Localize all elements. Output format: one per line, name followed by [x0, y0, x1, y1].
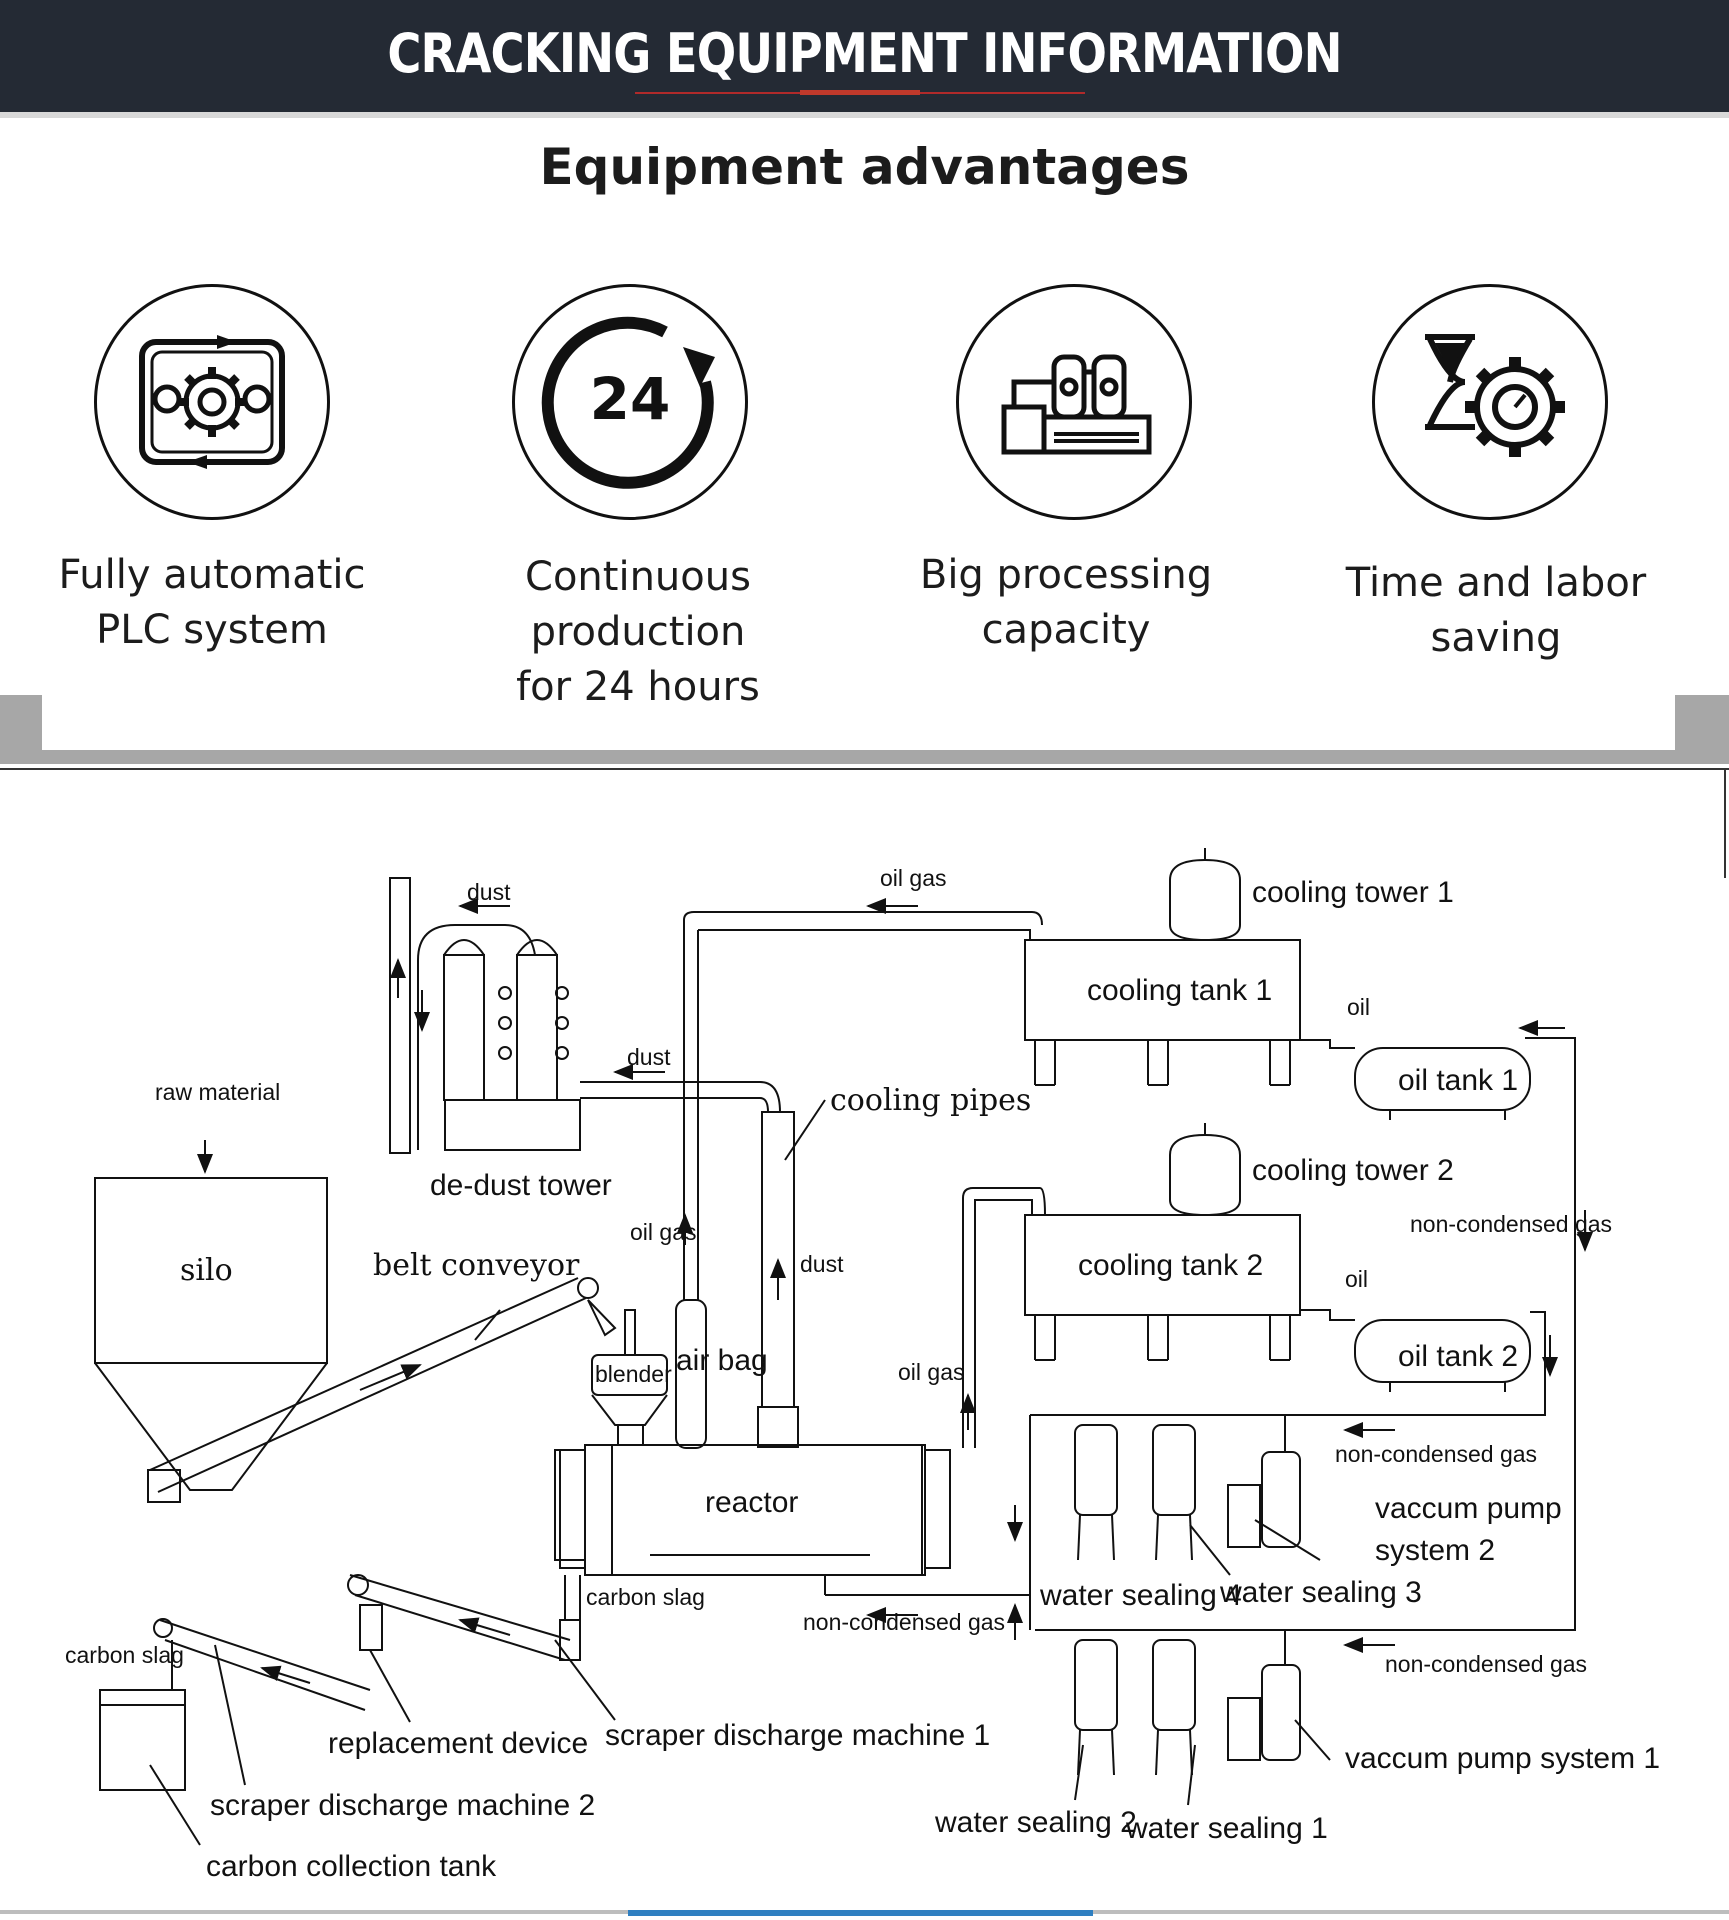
- label-non-condensed-gas-bottom: non-condensed gas: [803, 1609, 1005, 1635]
- advantage-label-plc: Fully automatic PLC system: [58, 552, 366, 653]
- label-water-sealing-2: water sealing 2: [934, 1806, 1137, 1839]
- label-cooling-tower-1: cooling tower 1: [1252, 876, 1454, 909]
- label-raw-material: raw material: [155, 1079, 280, 1105]
- label-blender: blender: [595, 1361, 672, 1387]
- water-sealing-4: [1074, 1424, 1118, 1561]
- cooling-tank-1: [1024, 939, 1301, 1086]
- water-sealing-3: [1152, 1424, 1196, 1561]
- label-water-sealing-1: water sealing 1: [1125, 1812, 1328, 1845]
- oil-tank-1: [1299, 1030, 1531, 1120]
- cooling-tower-2: [1169, 1123, 1241, 1217]
- label-vaccum-pump-system-2-line1: vaccum pump: [1375, 1492, 1562, 1525]
- section-divider-side: [1724, 768, 1726, 878]
- silo: [94, 1177, 328, 1491]
- 24-hour-cycle-icon: 24: [512, 284, 748, 520]
- de-dust-tower: [389, 877, 760, 1154]
- section-divider: [0, 768, 1729, 770]
- cooling-pipes: [757, 1081, 799, 1448]
- label-belt-conveyor: belt conveyor: [373, 1248, 580, 1283]
- label-carbon-slag-1: carbon slag: [586, 1584, 705, 1610]
- label-water-sealing-3: water sealing 3: [1219, 1576, 1422, 1609]
- oil-tank-2: [1299, 1300, 1531, 1392]
- water-sealing-1: [1152, 1639, 1196, 1776]
- label-vaccum-pump-system-2-line2: system 2: [1375, 1534, 1495, 1567]
- label-non-condensed-gas-right: non-condensed gas: [1410, 1211, 1612, 1237]
- label-non-condensed-gas-lower-right: non-condensed gas: [1385, 1651, 1587, 1677]
- label-oil-tank-1: oil tank 1: [1398, 1064, 1518, 1097]
- label-cooling-tower-2: cooling tower 2: [1252, 1154, 1454, 1187]
- hourglass-gear-icon: [1372, 284, 1608, 520]
- label-cooling-tank-2: cooling tank 2: [1078, 1249, 1263, 1282]
- belt-conveyor: [147, 1277, 617, 1503]
- advantage-label-capacity: Big processing capacity: [919, 552, 1213, 653]
- label-oil-gas-lower: oil gas: [898, 1359, 964, 1385]
- label-cooling-pipes: cooling pipes: [830, 1083, 1031, 1118]
- water-sealing-2: [1074, 1639, 1118, 1776]
- replacement-device: [359, 1604, 383, 1651]
- header-strip: [0, 112, 1729, 118]
- label-non-condensed-gas-mid: non-condensed gas: [1335, 1441, 1537, 1467]
- advantage-label-continuous: Continuous production for 24 hours: [516, 554, 760, 710]
- scraper-discharge-machine-2: [153, 1618, 371, 1711]
- label-oil-2: oil: [1345, 1266, 1368, 1292]
- title-underline-accent: [800, 90, 920, 95]
- label-dust-top: dust: [467, 879, 511, 905]
- advantages-title: Equipment advantages: [539, 138, 1190, 196]
- blender: [591, 1309, 668, 1446]
- carbon-collection-tank: [99, 1689, 186, 1791]
- vaccum-pump-system-2: [1227, 1415, 1301, 1548]
- frame-right: [1675, 695, 1729, 750]
- 24-hour-text: 24: [590, 365, 671, 433]
- label-water-sealing-4: water sealing 4: [1039, 1579, 1242, 1612]
- reactor: [554, 1444, 1030, 1620]
- label-scraper-discharge-machine-2: scraper discharge machine 2: [210, 1789, 595, 1822]
- factory-icon: [956, 284, 1192, 520]
- advantage-label-time: Time and labor saving: [1345, 560, 1647, 661]
- label-oil-gas-mid: oil gas: [630, 1219, 696, 1245]
- label-dust-lower: dust: [800, 1251, 844, 1277]
- label-carbon-collection-tank: carbon collection tank: [206, 1850, 497, 1883]
- frame-bottom: [0, 750, 1729, 764]
- frame-left: [0, 695, 42, 750]
- label-air-bag: air bag: [676, 1344, 768, 1377]
- label-scraper-discharge-machine-1: scraper discharge machine 1: [605, 1719, 990, 1752]
- cooling-tank-2: [962, 1187, 1301, 1448]
- label-oil-tank-2: oil tank 2: [1398, 1340, 1518, 1373]
- page-title: CRACKING EQUIPMENT INFORMATION: [387, 22, 1342, 85]
- cooling-tower-1: [1169, 848, 1241, 942]
- label-silo: silo: [180, 1253, 233, 1288]
- automation-gear-icon: [94, 284, 330, 520]
- bottom-accent: [628, 1910, 1093, 1916]
- label-replacement-device: replacement device: [328, 1727, 588, 1760]
- label-oil-1: oil: [1347, 994, 1370, 1020]
- label-carbon-slag-2: carbon slag: [65, 1642, 184, 1668]
- label-vaccum-pump-system-1: vaccum pump system 1: [1345, 1742, 1660, 1775]
- label-reactor: reactor: [705, 1486, 798, 1519]
- label-de-dust-tower: de-dust tower: [430, 1169, 612, 1202]
- label-dust-mid: dust: [627, 1044, 671, 1070]
- label-oil-gas-top: oil gas: [880, 865, 946, 891]
- header-banner: CRACKING EQUIPMENT INFORMATION: [0, 0, 1729, 112]
- label-cooling-tank-1: cooling tank 1: [1087, 974, 1272, 1007]
- vaccum-pump-system-1: [1227, 1630, 1301, 1761]
